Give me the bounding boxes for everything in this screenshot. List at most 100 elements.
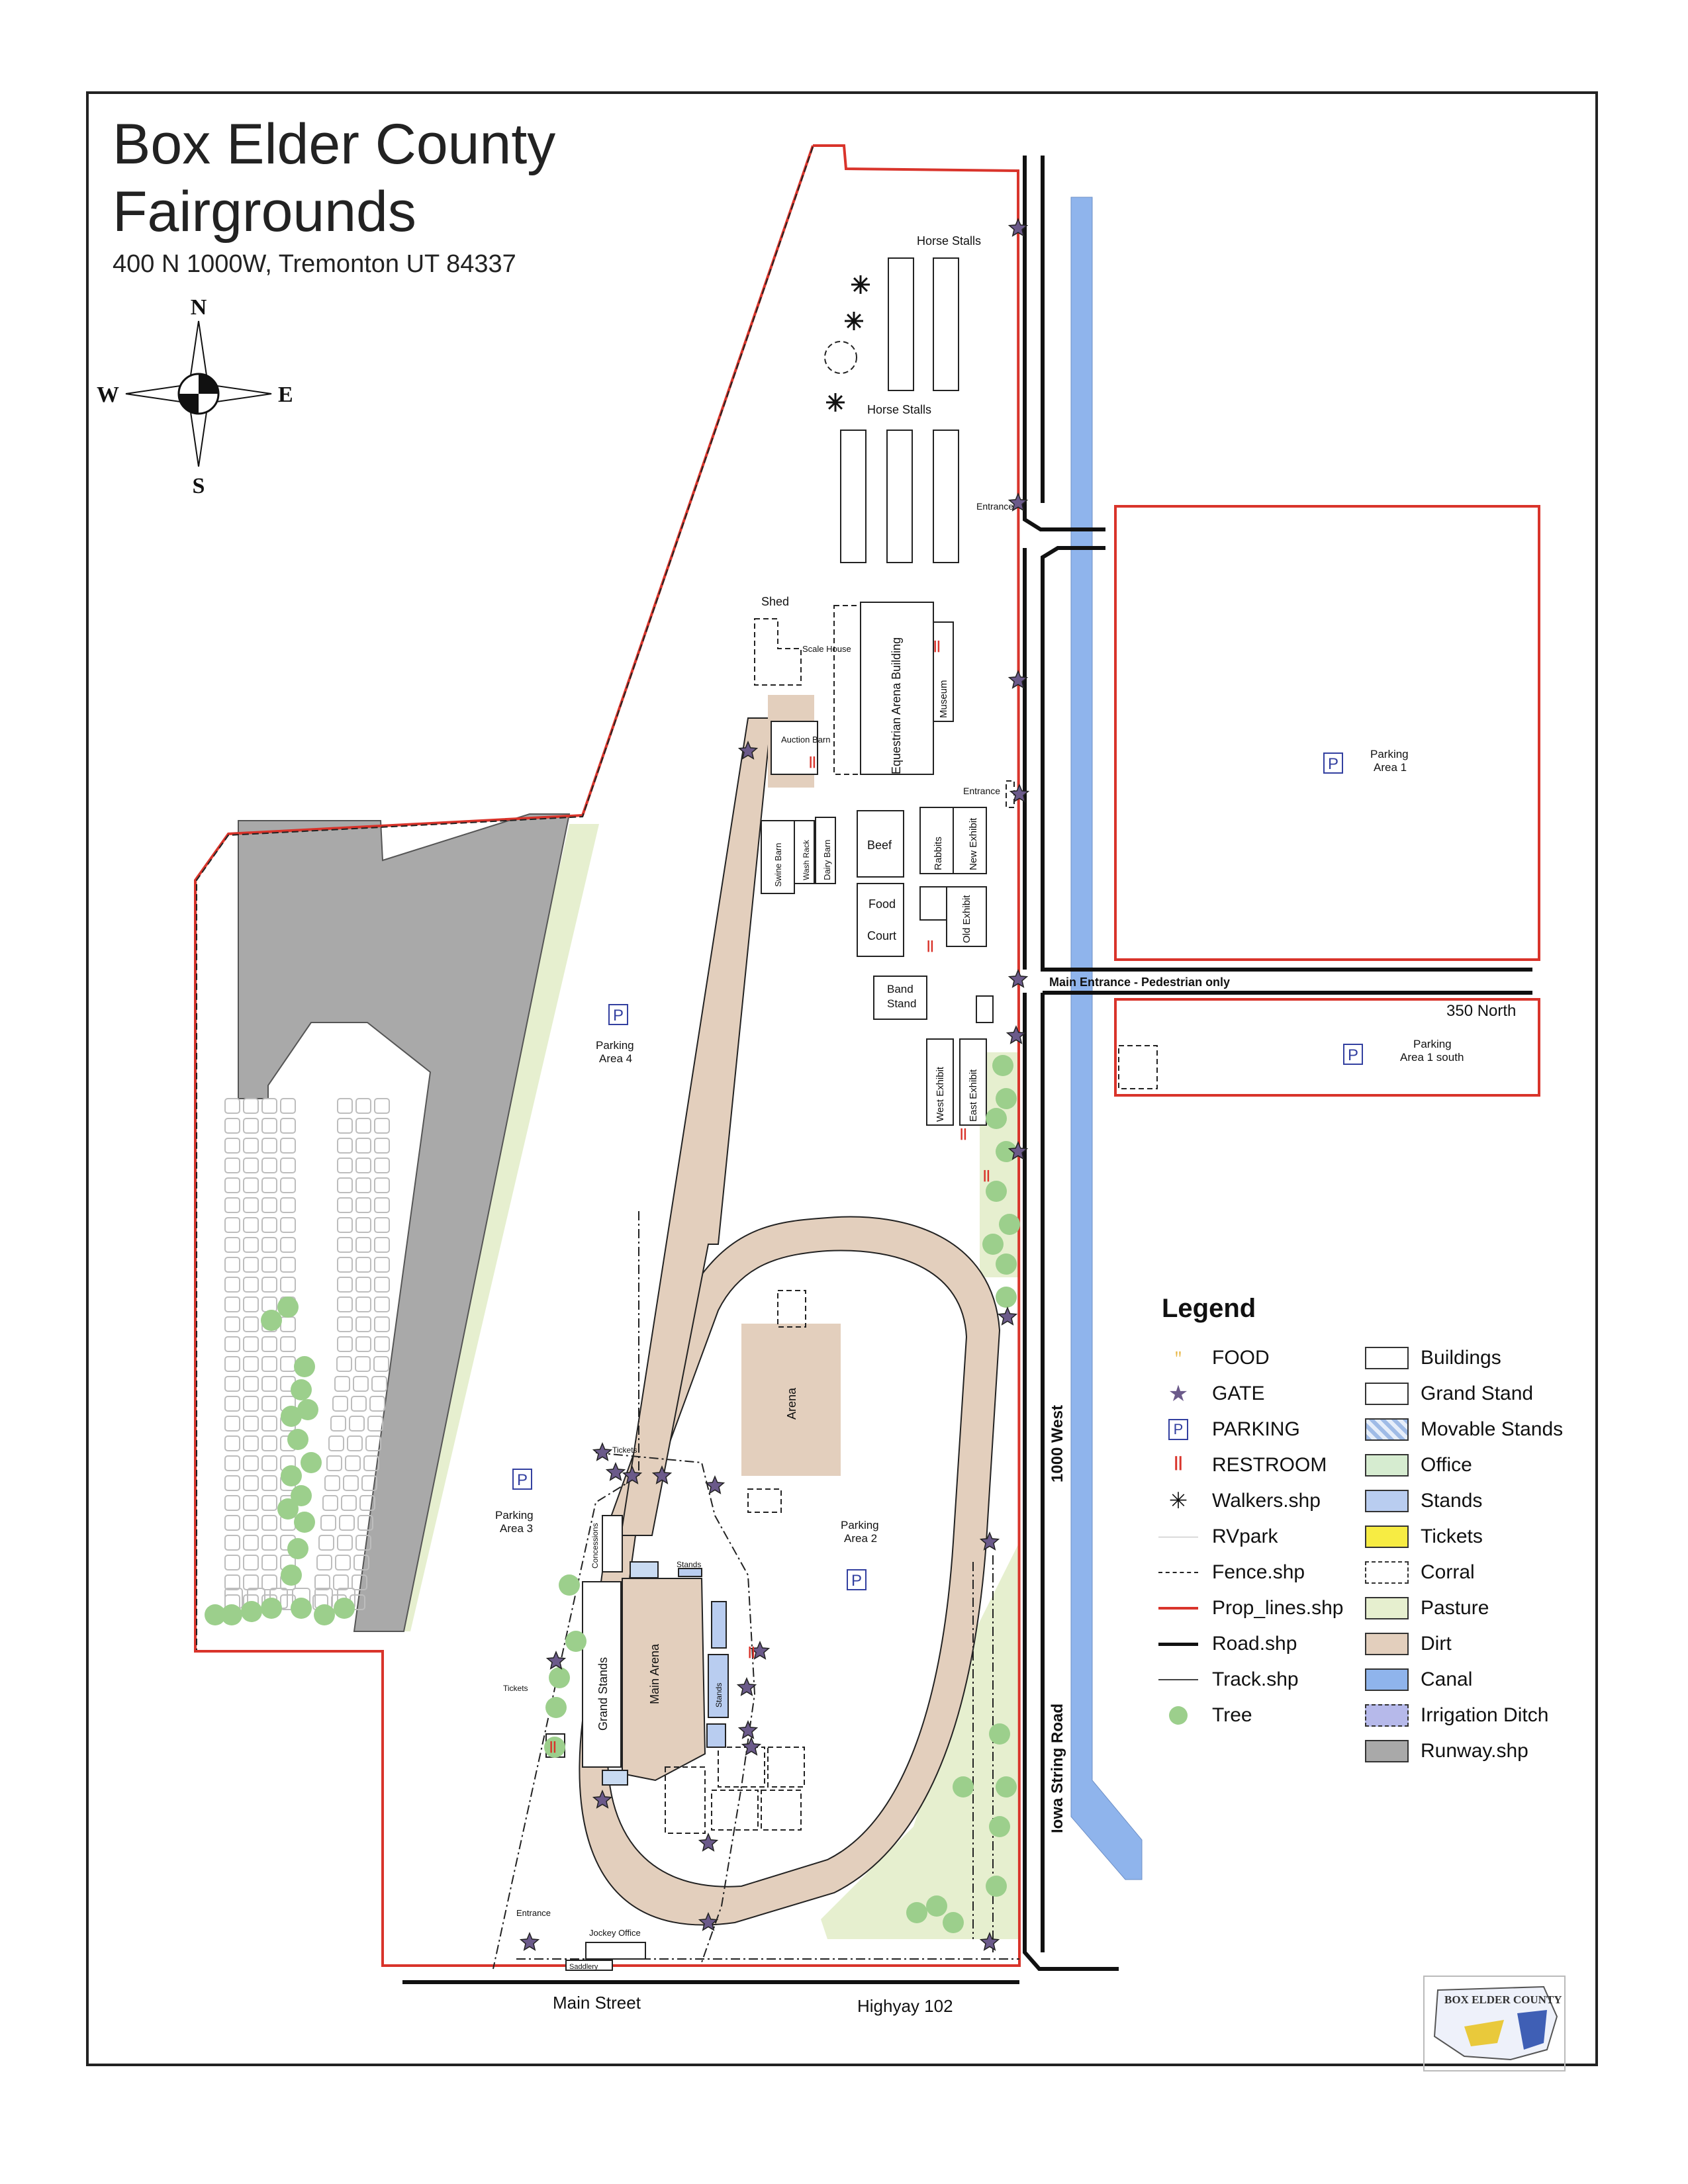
label-shed: Shed — [761, 595, 789, 608]
tree-icon — [291, 1598, 312, 1619]
rv-slot — [280, 1316, 296, 1332]
jockey-office — [585, 1942, 646, 1960]
legend-item-label: Canal — [1421, 1668, 1473, 1690]
rv-slot — [374, 1316, 390, 1332]
walker-markers — [826, 275, 870, 412]
legend-item: Runway.shp — [1364, 1733, 1563, 1769]
walker-icon: ✳ — [1168, 1488, 1188, 1514]
label-parking2-a: Parking — [841, 1519, 879, 1531]
rv-slot — [261, 1297, 277, 1312]
label-beef: Beef — [867, 839, 892, 852]
legend-item: Road.shp — [1155, 1626, 1343, 1662]
tree-icon — [241, 1601, 262, 1622]
legend-item: Buildings — [1364, 1340, 1563, 1376]
restroom-icon: ꟾꟾ — [809, 756, 816, 770]
svg-text:P: P — [1328, 755, 1338, 773]
gate-star-icon — [979, 1932, 1000, 1951]
label-main-street: Main Street — [553, 1993, 641, 2013]
rv-slot — [224, 1416, 240, 1432]
rv-slot — [374, 1098, 390, 1114]
tree-icon — [294, 1512, 315, 1533]
rv-slot — [224, 1475, 240, 1491]
parking-icon: P — [512, 1469, 532, 1490]
rv-slot — [353, 1376, 369, 1392]
compass-w: W — [97, 383, 119, 407]
rv-slot — [337, 1336, 353, 1352]
legend-item: Stands — [1364, 1483, 1563, 1519]
tree-icon — [996, 1088, 1017, 1109]
rv-slot — [328, 1435, 344, 1451]
legend-item-label: Prop_lines.shp — [1212, 1597, 1344, 1619]
rv-slot — [224, 1098, 240, 1114]
rv-slot — [243, 1118, 259, 1134]
rv-slot — [337, 1217, 353, 1233]
svg-text:P: P — [851, 1572, 862, 1590]
saddlery — [565, 1960, 613, 1971]
label-west-exhibit: West Exhibit — [935, 1066, 946, 1122]
food-icon: ꞌꞌ — [1175, 1347, 1182, 1368]
walker-icon — [828, 395, 843, 410]
rv-slot — [374, 1158, 390, 1173]
label-parking4-a: Parking — [596, 1039, 634, 1052]
compass-e: E — [278, 383, 293, 407]
gates — [519, 218, 1030, 1951]
gate-star-icon — [997, 1306, 1018, 1326]
tree-icon — [989, 1816, 1010, 1837]
legend-item-label: RVpark — [1212, 1525, 1278, 1547]
gate-star-icon — [698, 1833, 719, 1852]
rv-slot — [261, 1376, 277, 1392]
rv-slot — [355, 1217, 371, 1233]
rv-slot — [243, 1158, 259, 1173]
arena-dirt — [741, 1324, 841, 1476]
legend-item-label: Fence.shp — [1212, 1561, 1305, 1583]
rv-slot — [280, 1237, 296, 1253]
restroom-icon: ꟾꟾ — [549, 1741, 557, 1755]
label-equestrian: Equestrian Arena Building — [890, 637, 903, 774]
legend-swatch — [1364, 1597, 1410, 1619]
rv-slot — [374, 1197, 390, 1213]
rv-slot — [355, 1336, 371, 1352]
rv-slot — [280, 1177, 296, 1193]
label-entrance-2: Entrance — [963, 786, 1000, 796]
gate-star-icon — [1008, 492, 1029, 512]
rv-slot — [243, 1138, 259, 1154]
legend-swatch — [1364, 1454, 1410, 1477]
legend-item-label: Corral — [1421, 1561, 1475, 1583]
rv-slot — [224, 1356, 240, 1372]
label-wash-rack: Wash Rack — [802, 839, 811, 880]
rv-slot — [355, 1098, 371, 1114]
tree-icon — [989, 1723, 1010, 1745]
rv-slot — [224, 1455, 240, 1471]
tree-icon — [986, 1876, 1007, 1897]
rv-slot — [243, 1277, 259, 1293]
gate-star-icon — [545, 1651, 567, 1670]
rv-slot — [355, 1177, 371, 1193]
rv-slot — [261, 1217, 277, 1233]
restroom-icon: ꟾꟾ — [960, 1128, 967, 1142]
legend-item: Movable Stands — [1364, 1412, 1563, 1447]
label-auction-barn: Auction Barn — [781, 735, 830, 745]
rv-slot — [224, 1237, 240, 1253]
gate-star-icon — [741, 1737, 762, 1756]
restroom-icon: ꟾꟾ — [933, 640, 941, 655]
rv-slot — [322, 1495, 338, 1511]
label-horse-stalls-1: Horse Stalls — [917, 234, 981, 248]
compass-rose: N S W E — [97, 295, 293, 498]
walker-icon — [853, 277, 868, 292]
rv-slot — [243, 1197, 259, 1213]
parking-icon: P — [1155, 1418, 1201, 1441]
legend-item: Track.shp — [1155, 1662, 1343, 1698]
rv-slot — [261, 1158, 277, 1173]
label-parking1-b: Area 1 — [1374, 761, 1407, 774]
rv-slot — [224, 1495, 240, 1511]
fence-line — [196, 146, 814, 1650]
legend-swatch — [1364, 1383, 1410, 1405]
label-arena: Arena — [785, 1387, 798, 1420]
restroom-icon: ꟾꟾ — [748, 1646, 755, 1661]
rv-slot — [337, 1118, 353, 1134]
legend-item: Irrigation Ditch — [1364, 1698, 1563, 1733]
parking-area-1-south — [1114, 998, 1540, 1097]
map-title-line-1: Box Elder County — [113, 113, 556, 176]
gate-star-icon — [736, 1677, 757, 1696]
rv-slot — [243, 1475, 259, 1491]
